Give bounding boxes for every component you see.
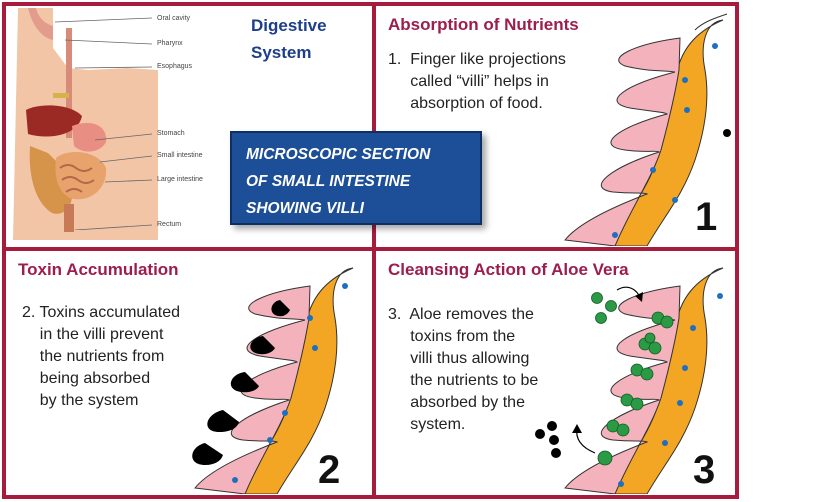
callout-line-3: SHOWING VILLI bbox=[246, 200, 364, 217]
cleansing-title: Cleansing Action of Aloe Vera bbox=[388, 260, 629, 279]
toxin-text-1: 2. Toxins accumulated bbox=[22, 304, 181, 321]
label-oral-cavity: Oral cavity bbox=[157, 15, 191, 22]
label-small-intestine: Small intestine bbox=[157, 152, 203, 159]
cleansing-text-4: the nutrients to be bbox=[388, 372, 539, 389]
absorption-text-1: 1. Finger like projections bbox=[388, 51, 566, 68]
villi-diagram-1 bbox=[564, 13, 731, 246]
callout-line-1: MICROSCOPIC SECTION bbox=[246, 146, 431, 163]
cleansing-text-5: absorbed by the bbox=[388, 394, 525, 411]
label-rectum: Rectum bbox=[157, 221, 182, 228]
panel-number-2: 2 bbox=[318, 448, 341, 492]
cleansing-text-6: system. bbox=[388, 416, 466, 433]
cleansing-text-3: villi thus allowing bbox=[388, 350, 530, 367]
digestive-system-illustration bbox=[13, 8, 158, 240]
panel-number-1: 1 bbox=[695, 195, 718, 239]
toxin-title: Toxin Accumulation bbox=[18, 260, 179, 279]
absorption-text-3: absorption of food. bbox=[388, 95, 543, 112]
microscopic-section-callout: MICROSCOPIC SECTION OF SMALL INTESTINE S… bbox=[230, 131, 482, 225]
cleansing-text-1: 3. Aloe removes the bbox=[388, 306, 534, 323]
label-esophagus: Esophagus bbox=[157, 63, 193, 70]
anatomy-leader-lines bbox=[55, 17, 153, 230]
label-large-intestine: Large intestine bbox=[157, 176, 203, 183]
villi-diagram-3 bbox=[564, 267, 724, 494]
toxin-text-5: by the system bbox=[22, 392, 139, 409]
label-stomach: Stomach bbox=[157, 130, 185, 137]
callout-line-2: OF SMALL INTESTINE bbox=[246, 173, 411, 190]
toxin-particles bbox=[535, 421, 561, 458]
digestive-system-title-line2: System bbox=[251, 43, 312, 62]
absorption-title: Absorption of Nutrients bbox=[388, 15, 579, 34]
absorption-text-2: called “villi” helps in bbox=[388, 73, 549, 90]
panel-number-3: 3 bbox=[693, 448, 716, 492]
digestive-system-title-line1: Digestive bbox=[251, 16, 327, 35]
toxin-text-4: being absorbed bbox=[22, 370, 151, 387]
cleansing-text-2: toxins from the bbox=[388, 328, 516, 345]
villi-diagram-2 bbox=[192, 267, 354, 494]
label-pharynx: Pharynx bbox=[157, 40, 183, 47]
toxin-text-3: the nutrients from bbox=[22, 348, 165, 365]
toxin-text-2: in the villi prevent bbox=[22, 326, 164, 343]
